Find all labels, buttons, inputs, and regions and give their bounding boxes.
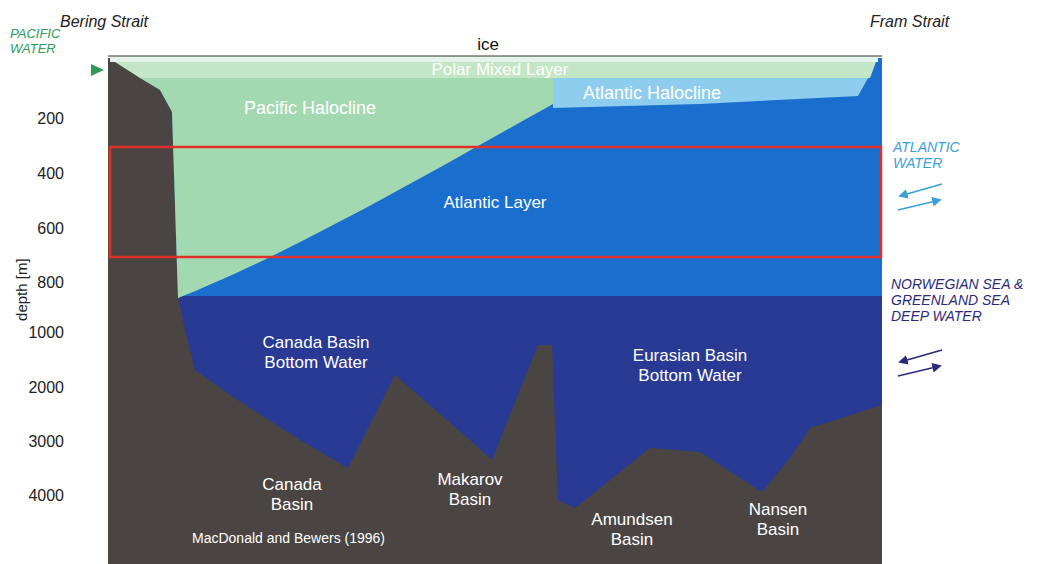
deep-inflow-arrow	[898, 366, 940, 376]
water-mass-label: Pacific Halocline	[240, 96, 380, 121]
basin-name: Canada Basin	[247, 475, 337, 514]
water-mass-name: Canada Basin Bottom Water	[235, 333, 397, 373]
water-mass-label: Canada Basin Bottom Water	[231, 331, 401, 375]
upper-water	[110, 58, 882, 298]
inflow-label: NORWEGIAN SEA & GREENLAND SEA DEEP WATER	[891, 276, 1041, 324]
water-mass-label: Atlantic Layer	[440, 191, 551, 215]
atlantic-inflow-arrow	[898, 200, 940, 210]
strait-name: Fram Strait	[870, 13, 1010, 31]
axis-tick: 200	[14, 110, 64, 128]
water-mass-name: Polar Mixed Layer	[431, 60, 568, 80]
inflow-label: PACIFIC WATER	[10, 27, 82, 57]
water-mass-label: Polar Mixed Layer	[427, 58, 572, 82]
pacific-inflow-arrow	[91, 64, 104, 76]
pacific-halocline-band	[140, 78, 553, 298]
deep-outflow-arrow	[900, 350, 942, 362]
axis-tick: 2000	[14, 379, 64, 397]
basin-name: Nansen Basin	[733, 500, 823, 539]
water-mass-label: Atlantic Halocline	[579, 81, 725, 106]
axis-tick: 3000	[14, 433, 64, 451]
axis-title: depth [m]	[13, 245, 30, 335]
axis-tick: 400	[14, 165, 64, 183]
ice-line	[108, 56, 882, 57]
axis-tick: 1000	[14, 324, 64, 342]
strait-name: Bering Strait	[60, 13, 200, 31]
water-mass-name: Pacific Halocline	[244, 98, 376, 119]
source-credit: MacDonald and Bewers (1996)	[192, 530, 452, 546]
sea-floor	[108, 58, 882, 564]
water-mass-name: Atlantic Layer	[444, 193, 547, 213]
water-mass-label: Eurasian Basin Bottom Water	[600, 344, 780, 388]
highlight-box	[110, 147, 881, 257]
atlantic-halocline-band	[553, 78, 868, 108]
water-mass-name: Atlantic Halocline	[583, 83, 721, 104]
water-mass-name: Eurasian Basin Bottom Water	[604, 346, 776, 386]
axis-tick: 800	[14, 274, 64, 292]
inflow-label: ATLANTIC WATER	[893, 139, 983, 171]
basin-name: Amundsen Basin	[582, 510, 682, 549]
atlantic-outflow-arrow	[900, 184, 942, 196]
ice-label: ice	[468, 35, 508, 55]
basin-name: Makarov Basin	[425, 470, 515, 509]
axis-tick: 600	[14, 220, 64, 238]
axis-tick: 4000	[14, 487, 64, 505]
